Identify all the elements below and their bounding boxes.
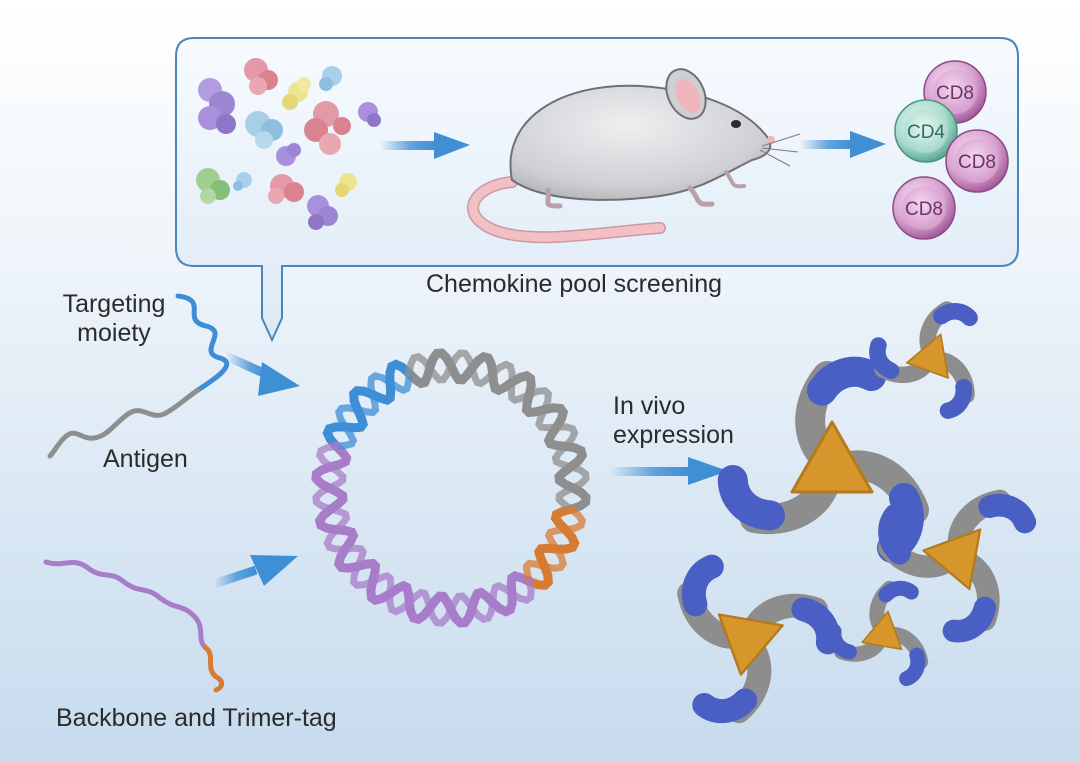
- trimer-core: [905, 333, 949, 379]
- trimer-tip: [806, 356, 887, 406]
- chemokine-blob-icon: [307, 195, 338, 230]
- trimer-core: [922, 528, 982, 591]
- trimer-group: [677, 301, 1037, 724]
- cell-label: CD4: [907, 122, 945, 143]
- trimer-protein-icon: [677, 554, 841, 724]
- dna-plasmid-icon: [311, 348, 591, 628]
- backbone-trimer-label: Backbone and Trimer-tag: [56, 704, 337, 732]
- dna-strand: [522, 505, 587, 585]
- chemokine-blob-icon: [319, 66, 342, 91]
- chemokine-pool-label: Chemokine pool screening: [426, 270, 723, 298]
- chemokine-blob-icon: [335, 173, 357, 197]
- chemokine-blob-icon: [245, 111, 283, 149]
- trimer-protein-icon: [878, 489, 1037, 643]
- cd8-cell: CD8: [945, 129, 1009, 193]
- t-cell-cluster: CD8 CD4 CD8 CD8: [892, 60, 1009, 240]
- chemokine-blob-icon: [304, 101, 351, 155]
- antigen-label: Antigen: [103, 445, 188, 473]
- mouse-icon: [467, 68, 801, 244]
- trimer-tip: [878, 580, 919, 603]
- dna-strand: [322, 359, 414, 451]
- targeting-moiety-label: Targeting moiety: [62, 290, 166, 347]
- trimer-tip: [939, 378, 972, 419]
- trimer-tip: [978, 494, 1037, 534]
- chemokine-blob-icon: [282, 77, 311, 110]
- trimer-protein-icon: [826, 580, 929, 687]
- trimer-core: [861, 610, 903, 651]
- targeting-ribbon: [175, 293, 230, 393]
- chemokine-blob-icon: [244, 58, 278, 95]
- chemokine-blob-icon: [196, 168, 230, 204]
- arrow-to-proteins: [610, 457, 728, 485]
- chemokine-blob-icon: [358, 102, 381, 127]
- cell-label: CD8: [905, 199, 943, 220]
- chemokine-blob-icon: [276, 143, 301, 166]
- arrow-to-plasmid-bottom: [212, 555, 298, 589]
- cell-label: CD8: [936, 83, 974, 104]
- dna-strand: [311, 441, 534, 628]
- cd8-cell: CD8: [892, 176, 956, 240]
- dna-strand: [405, 349, 561, 432]
- trimer-tip: [717, 464, 786, 531]
- trimer-tip: [692, 688, 758, 724]
- trimer-protein-icon: [869, 301, 978, 419]
- dna-strand: [332, 369, 413, 450]
- chemokine-blob-icon: [233, 172, 252, 191]
- backbone-ribbon: [43, 559, 225, 693]
- cell-label: CD8: [958, 152, 996, 173]
- trimer-tip: [869, 337, 900, 380]
- trimer-tip: [899, 647, 926, 687]
- in-vivo-expression-label: In vivo expression: [613, 392, 734, 449]
- antigen-ribbon: [47, 387, 201, 459]
- trimer-tip: [681, 554, 724, 617]
- chemokine-blob-icon: [268, 174, 304, 204]
- trimer-core: [717, 613, 784, 676]
- trimer-tip: [826, 623, 857, 660]
- trimer-core: [790, 420, 874, 494]
- trimer-tip: [933, 303, 978, 327]
- arrow-to-plasmid-top: [224, 351, 300, 396]
- chemokine-pool: [196, 58, 381, 230]
- trimer-tip: [942, 596, 997, 643]
- arrow-to-cells: [800, 131, 886, 158]
- dna-strand: [551, 423, 590, 513]
- dna-strand: [312, 442, 535, 627]
- chemokine-blob-icon: [198, 78, 236, 134]
- arrow-to-mouse: [380, 132, 470, 159]
- cd4-cell: CD4: [894, 99, 958, 163]
- trimer-tip: [878, 503, 911, 565]
